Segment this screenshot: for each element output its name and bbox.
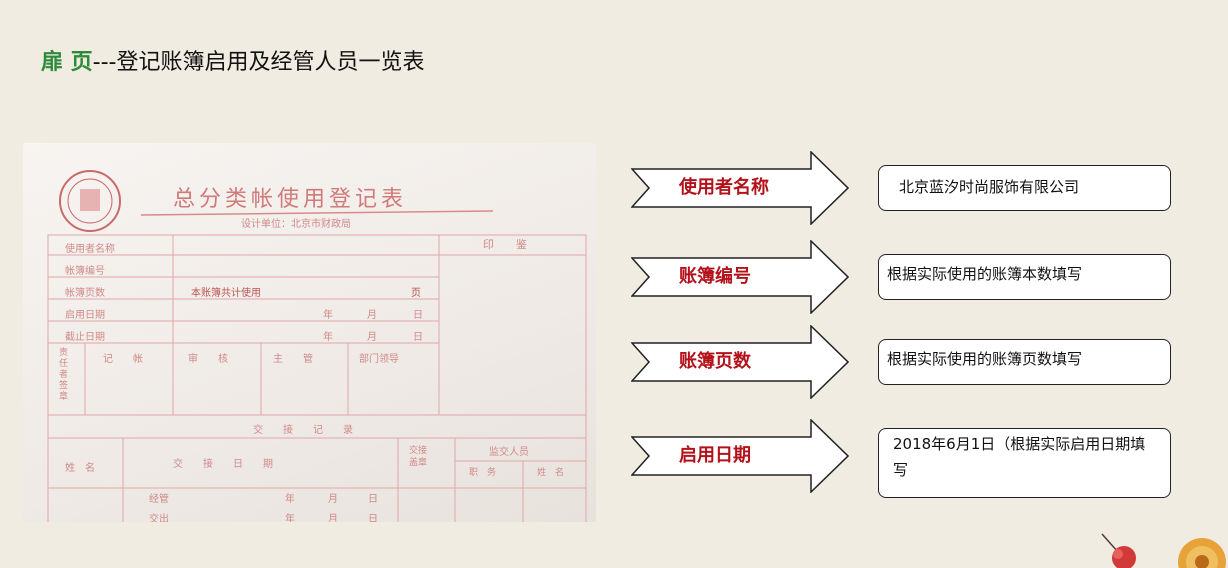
- form-audit: 审 核: [188, 354, 228, 365]
- form-row-user: 使用者名称: [65, 244, 115, 255]
- value-text: 根据实际使用的账簿本数填写: [887, 265, 1083, 283]
- form-hand-out: 交出: [149, 514, 169, 522]
- form-photo: 总分类帐使用登记表 设计单位：北京市财政局 印 鉴 使用者名称 帐簿编号 帐簿页…: [23, 143, 596, 522]
- value-text-line1: 2018年6月1日（根据实际启用日期填: [893, 435, 1146, 453]
- title-text: ---登记账簿启用及经管人员一览表: [92, 50, 425, 75]
- form-sign-name: 姓 名: [537, 468, 565, 478]
- form-start-year: 年: [323, 310, 333, 321]
- right-arrow-icon: [631, 419, 849, 493]
- form-hand-out-month: 月: [328, 514, 338, 522]
- value-text-line2: 写: [893, 461, 909, 479]
- form-bookkeeping: 记 帐: [103, 354, 143, 365]
- form-end-day: 日: [413, 332, 423, 343]
- right-arrow-icon: [631, 151, 849, 225]
- right-arrow-icon: [631, 325, 849, 399]
- form-name-col: 姓 名: [65, 463, 95, 474]
- emblem-icon: [59, 170, 121, 232]
- flower-decoration-icon: [1101, 533, 1226, 568]
- form-start-month: 月: [367, 310, 377, 321]
- value-box-book-pages: 根据实际使用的账簿页数填写: [878, 339, 1171, 385]
- form-end-month: 月: [367, 332, 377, 343]
- arrow-book-pages: 账簿页数: [631, 325, 849, 399]
- arrow-label: 使用者名称: [679, 177, 769, 198]
- form-hand-out-day: 日: [368, 514, 378, 522]
- form-pages-note: 本账簿共计使用: [191, 288, 261, 299]
- form-row-start: 启用日期: [65, 310, 105, 321]
- form-handover-sign: 交接盖章: [409, 446, 428, 468]
- form-subheading: 设计单位：北京市财政局: [241, 219, 351, 230]
- value-box-user-name: 北京蓝汐时尚服饰有限公司: [878, 165, 1171, 211]
- form-page-unit: 页: [411, 288, 421, 299]
- form-heading: 总分类帐使用登记表: [173, 187, 408, 212]
- form-handover-date: 交 接 日 期: [173, 459, 273, 470]
- value-text: 北京蓝汐时尚服饰有限公司: [899, 178, 1080, 196]
- form-dept-head: 部门领导: [359, 354, 399, 365]
- arrow-book-number: 账簿编号: [631, 240, 849, 314]
- form-responsible: 责任者签章: [59, 348, 69, 402]
- form-row-pages: 帐簿页数: [65, 288, 105, 299]
- form-row-book-no: 帐簿编号: [65, 266, 105, 277]
- value-box-book-number: 根据实际使用的账簿本数填写: [878, 254, 1171, 300]
- arrow-label: 账簿编号: [679, 266, 751, 287]
- form-row-end: 截止日期: [65, 332, 105, 343]
- value-text: 根据实际使用的账簿页数填写: [887, 350, 1083, 368]
- form-hand-out-year: 年: [285, 514, 295, 522]
- form-manage: 经管: [149, 494, 169, 505]
- form-position: 职 务: [469, 468, 497, 478]
- arrow-start-date: 启用日期: [631, 419, 849, 493]
- arrow-label: 启用日期: [679, 445, 751, 466]
- form-end-year: 年: [323, 332, 333, 343]
- form-seal-label: 印 鉴: [483, 238, 527, 251]
- page-title: 扉 页---登记账簿启用及经管人员一览表: [41, 44, 425, 76]
- value-box-start-date: 2018年6月1日（根据实际启用日期填 写: [878, 428, 1171, 498]
- arrow-user-name: 使用者名称: [631, 151, 849, 225]
- arrow-label: 账簿页数: [679, 351, 751, 372]
- form-supervisor: 主 管: [273, 354, 313, 365]
- title-prefix: 扉 页: [41, 50, 93, 75]
- form-handover-title: 交 接 记 录: [253, 425, 353, 436]
- form-manage-month: 月: [328, 494, 338, 505]
- form-supervisor-person: 监交人员: [489, 447, 529, 458]
- form-start-day: 日: [413, 310, 423, 321]
- right-arrow-icon: [631, 240, 849, 314]
- form-manage-year: 年: [285, 494, 295, 505]
- form-manage-day: 日: [368, 494, 378, 505]
